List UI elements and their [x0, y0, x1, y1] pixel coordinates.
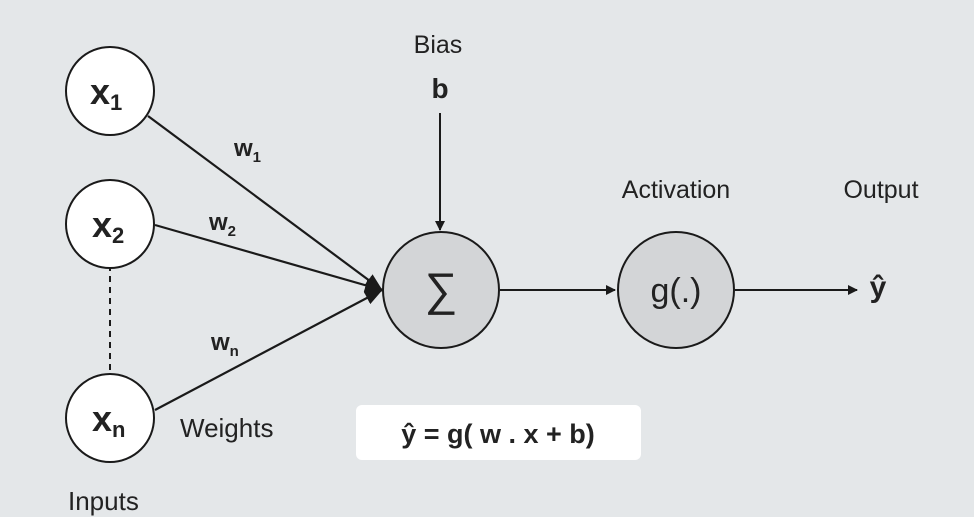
- input-node-x1: x1: [65, 46, 155, 136]
- output-label: Output: [843, 176, 918, 204]
- edge-x2-sum: [154, 223, 383, 293]
- sigma-symbol: ∑: [425, 263, 458, 315]
- edge-xn-sum: [154, 289, 383, 411]
- weights-label: Weights: [180, 413, 273, 443]
- activation-label: Activation: [622, 176, 730, 204]
- bias-label: Bias: [414, 31, 463, 59]
- weight-label-wn: wn: [210, 329, 239, 360]
- activation-function: g(.): [651, 272, 702, 310]
- input-node-x2: x2: [65, 179, 155, 269]
- svg-text:x1: x1: [90, 71, 122, 115]
- inputs-label: Inputs: [68, 486, 139, 516]
- formula-box: ŷ = g( w . x + b): [356, 405, 641, 460]
- svg-text:x2: x2: [92, 204, 124, 248]
- output-symbol: ŷ: [870, 271, 887, 304]
- weight-label-w1: w1: [233, 135, 261, 166]
- weight-label-w2: w2: [208, 209, 236, 240]
- activation-node: g(.): [617, 231, 735, 349]
- edge-x1-sum: [147, 115, 383, 291]
- svg-text:xn: xn: [92, 398, 125, 442]
- formula-text: ŷ = g( w . x + b): [401, 419, 595, 449]
- bias-symbol: b: [431, 73, 448, 104]
- summation-node: ∑: [382, 231, 500, 349]
- input-node-xn: xn: [65, 373, 155, 463]
